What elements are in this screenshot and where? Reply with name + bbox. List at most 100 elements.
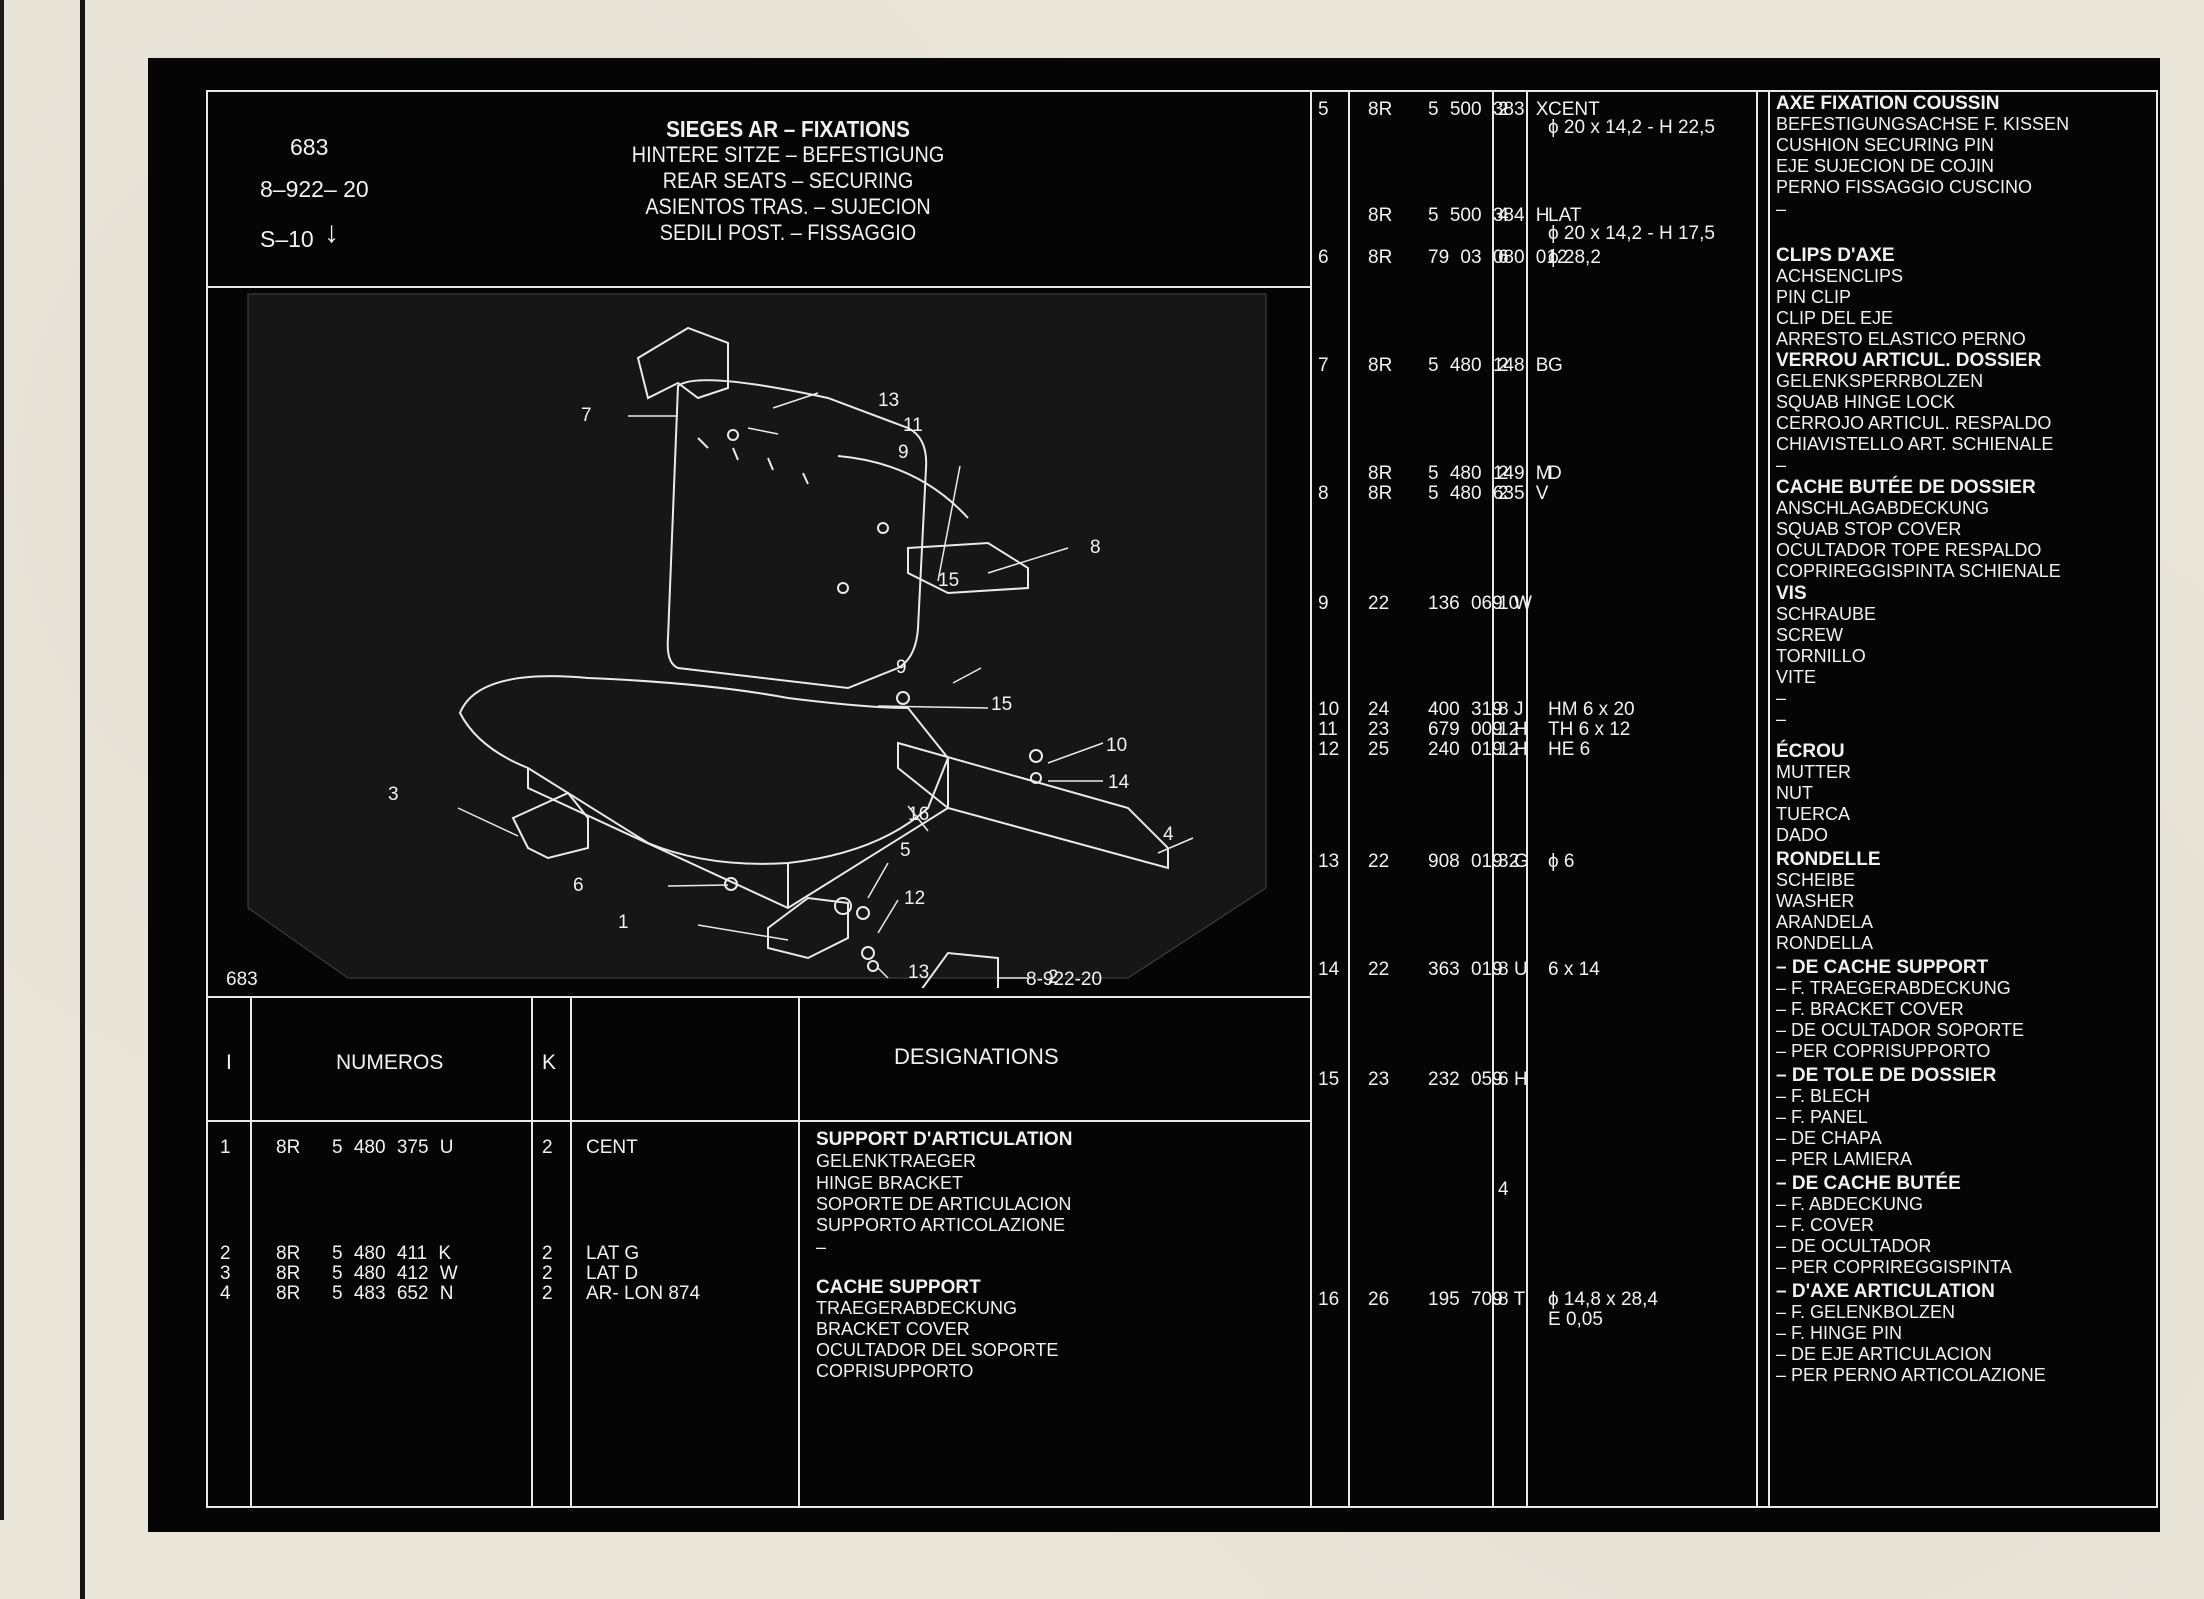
callout-6: 6 [573,875,584,896]
row-note: ϕ 28,2 [1548,247,1601,268]
callout-9: 9 [898,442,909,463]
frame-top [206,90,2158,92]
row-qty: 2 [542,1283,553,1304]
row-qty: 12 [1498,719,1520,740]
designation-line: TUERCA [1776,804,1851,824]
designation-line: CLIPS D'AXE [1776,245,1895,266]
column-rule-9 [1756,90,1758,1508]
backrest [666,379,928,690]
row-note: LAT [1548,205,1582,226]
row-note: HE 6 [1548,739,1591,760]
row-prefix: 8R [276,1137,301,1158]
designation-line: – [1776,455,1787,475]
row-index: 9 [1318,593,1329,614]
row-note: D [1548,463,1562,484]
row-part-number: 5 480 635 V [1428,483,1549,504]
row-part-number: 5 480 375 U [332,1137,454,1158]
callout-1: 1 [618,912,629,933]
designation-line: VERROU ARTICUL. DOSSIER [1776,350,2042,371]
designation-line: SUPPORTO ARTICOLAZIONE [816,1215,1066,1235]
callout-3: 3 [388,784,399,805]
designation-line: SCHEIBE [1776,870,1856,890]
row-qty: 8 [1498,1289,1509,1310]
row-note: ϕ 6 [1548,851,1575,872]
row-prefix: 22 [1368,593,1390,614]
row-prefix: 8R [1368,355,1393,376]
designation-line: CUSHION SECURING PIN [1776,135,1995,155]
designation-line: – PER COPRISUPPORTO [1776,1041,1991,1061]
row-part-number: 5 480 148 B [1428,355,1549,376]
row-part-number: 195 709 T [1428,1289,1526,1310]
designation-line: VITE [1776,667,1817,687]
designation-line: – DE TOLE DE DOSSIER [1776,1065,1997,1086]
designation-line: RONDELLA [1776,933,1874,953]
row-prefix: 22 [1368,959,1390,980]
header-divider [206,286,1312,288]
row-note: CENT [1548,99,1600,120]
row-note: ϕ 20 x 14,2 - H 17,5 [1548,223,1715,244]
row-qty: 12 [1498,739,1520,760]
designation-line: GELENKSPERRBOLZEN [1776,371,1984,391]
designation-line: CACHE BUTÉE DE DOSSIER [1776,477,2036,498]
designation-line: PIN CLIP [1776,287,1852,307]
row-part-number: 400 319 J [1428,699,1524,720]
designation-line: – PER PERNO ARTICOLAZIONE [1776,1365,2046,1385]
row-qty: 2 [1498,463,1509,484]
callout-7: 7 [581,405,592,426]
designation-line: – F. BLECH [1776,1086,1871,1106]
designation-line: PERNO FISSAGGIO CUSCINO [1776,177,2033,197]
stop-cover-8 [907,541,1029,595]
row-index: 11 [1318,719,1338,740]
designation-line: VIS [1776,583,1807,604]
row-prefix: 24 [1368,699,1390,720]
row-qty: 10 [1498,593,1520,614]
designation-line: – F. COVER [1776,1215,1875,1235]
callout-13: 13 [878,390,899,411]
designation-line: SQUAB STOP COVER [1776,519,1962,539]
callout-15: 15 [991,694,1012,715]
row-prefix: 8R [1368,99,1393,120]
designation-line: – F. TRAEGERABDECKUNG [1776,978,2011,998]
column-rule-3 [570,996,572,1506]
designation-line: TORNILLO [1776,646,1866,666]
col-header-numeros: NUMEROS [336,1051,444,1074]
designation-line: – DE OCULTADOR [1776,1236,1932,1256]
row-qty: 8 [1498,959,1509,980]
row-qty: 6 [1498,247,1509,268]
row-qty: 2 [542,1263,553,1284]
designation-line: MUTTER [1776,762,1851,782]
designation-line: OCULTADOR DEL SOPORTE [816,1340,1059,1360]
designation-line: – DE OCULTADOR SOPORTE [1776,1020,2025,1040]
designation-line: CHIAVISTELLO ART. SCHIENALE [1776,434,2054,454]
row-qty: 2 [1498,355,1509,376]
designation-line: SCREW [1776,625,1843,645]
row-prefix: 23 [1368,1069,1390,1090]
designation-line: SUPPORT D'ARTICULATION [816,1129,1073,1150]
designation-line: CERROJO ARTICUL. RESPALDO [1776,413,2052,433]
rail-4 [897,741,1169,870]
col-header-designations: DESIGNATIONS [894,1044,1059,1069]
row-index: 8 [1318,483,1329,504]
row-prefix: 25 [1368,739,1390,760]
row-index: 14 [1318,959,1340,980]
row-note: G [1548,355,1563,376]
row-part-number: 5 500 384 H [1428,205,1550,226]
row-index: 5 [1318,99,1329,120]
row-prefix: 26 [1368,1289,1390,1310]
down-arrow-icon: ↓ [324,216,339,249]
designation-line: WASHER [1776,891,1855,911]
designation-line: – DE CACHE SUPPORT [1776,957,1989,978]
title-line: REAR SEATS – SECURING [662,168,914,193]
table-header-divider [206,1120,1312,1122]
row-part-number: 136 069 W [1428,593,1532,614]
row-note: 6 x 14 [1548,959,1600,980]
designation-line: BRACKET COVER [816,1319,970,1339]
designation-line: NUT [1776,783,1813,803]
designation-line: ARANDELA [1776,912,1874,932]
row-index: 1 [220,1137,231,1158]
row-index: 2 [220,1243,231,1264]
row-part-number: 908 019 G [1428,851,1529,872]
row-note: CENT [586,1137,638,1158]
callout-13: 13 [908,962,929,983]
